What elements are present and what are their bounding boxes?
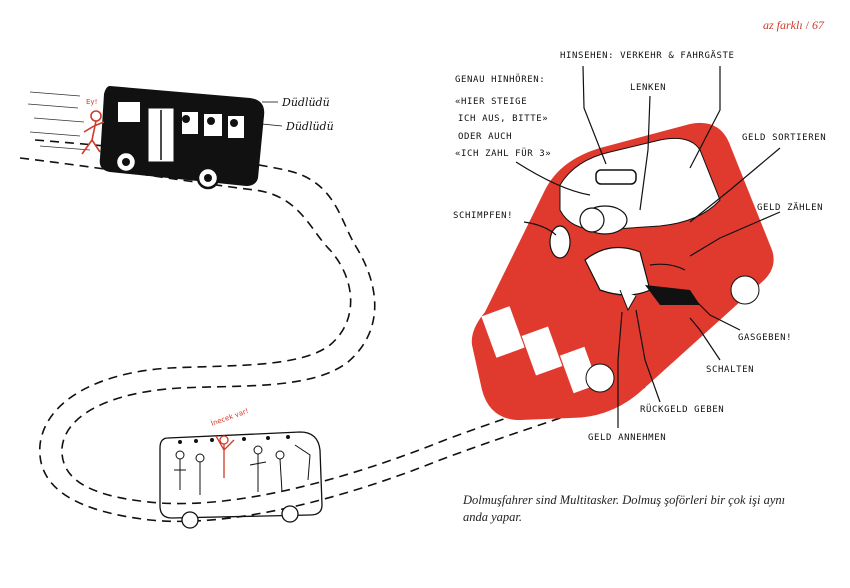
label-genau-4: ODER AUCH — [458, 132, 512, 142]
label-geld-sortieren: GELD SORTIEREN — [742, 133, 826, 143]
horn-sound-2: Düdlüdü — [285, 120, 334, 133]
caption-german: Dolmuşfahrer sind Multitasker. — [463, 493, 620, 507]
red-dolmus — [471, 122, 774, 420]
leader-lines — [515, 65, 781, 428]
horn-sound-1: Düdlüdü — [281, 96, 330, 109]
passenger-shout: İnecek var! — [210, 406, 250, 428]
label-lenken: LENKEN — [630, 83, 666, 93]
label-schalten: SCHALTEN — [706, 365, 754, 375]
label-schimpfen: SCHIMPFEN! — [453, 211, 513, 221]
label-genau-5: «ICH ZAHL FÜR 3» — [455, 148, 551, 159]
top-bus: Ey! Düdlüdü Düdlüdü — [27, 86, 334, 190]
label-hinsehen: HINSEHEN: VERKEHR & FAHRGÄSTE — [560, 50, 735, 61]
header-title: az farklı — [762, 18, 803, 32]
header-separator: / — [805, 18, 809, 32]
label-gas-geben: GASGEBEN! — [738, 333, 792, 343]
road — [19, 139, 661, 523]
speed-lines — [27, 91, 91, 151]
label-genau-2: «HIER STEIGE — [455, 97, 527, 107]
caption-turkish: Dolmuş şoförleri bir çok işi aynı anda y… — [463, 493, 786, 524]
bottom-bus — [159, 431, 323, 529]
label-geld-annehmen: GELD ANNEHMEN — [588, 433, 666, 443]
label-rueckgeld: RÜCKGELD GEBEN — [640, 404, 724, 415]
label-genau-3: ICH AUS, BITTE» — [458, 114, 548, 124]
running-person — [81, 110, 105, 155]
page-header: az farklı/67 — [763, 18, 824, 33]
page-number: 67 — [812, 18, 824, 32]
label-geld-zaehlen: GELD ZÄHLEN — [757, 202, 823, 213]
label-genau-1: GENAU HINHÖREN: — [455, 74, 545, 85]
caption: Dolmuşfahrer sind Multitasker. Dolmuş şo… — [463, 492, 793, 526]
driver — [549, 205, 700, 312]
runner-shout: Ey! — [86, 98, 97, 106]
rear-view-mirror — [595, 169, 637, 185]
